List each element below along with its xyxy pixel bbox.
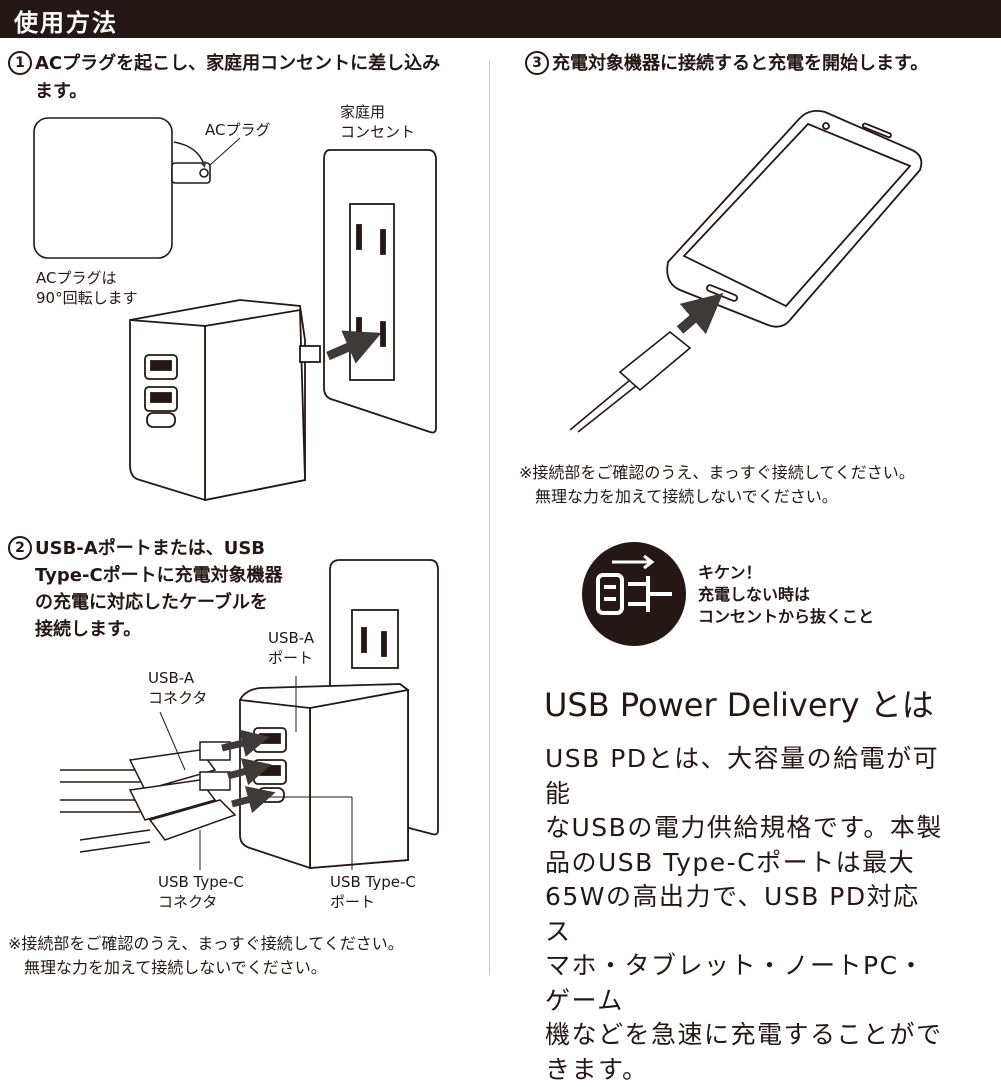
step2-number-badge: 2: [8, 536, 32, 560]
pd-line1: USB PDとは、大容量の給電が可能: [545, 744, 940, 808]
usbc-connector-label: USB Type-C コネクタ: [158, 872, 244, 912]
plug-in-arrow: [326, 330, 382, 364]
usbc-conn-line1: USB Type-C: [158, 873, 244, 891]
warning-line1: キケン！: [698, 563, 762, 582]
section-header: 使用方法: [0, 0, 1001, 38]
usbc-port-label: USB Type-C ポート: [330, 872, 416, 912]
phone-drawing: [666, 109, 923, 328]
outlet-label-line1: 家庭用: [340, 103, 386, 121]
usba-conn-line1: USB-A: [148, 669, 195, 687]
usbc-port-line1: USB Type-C: [330, 873, 416, 891]
phone-cable-drawing: [569, 330, 692, 433]
step2-line2: Type-Cポートに充電対象機器: [35, 565, 283, 586]
warning-line3: コンセントから抜くこと: [698, 607, 875, 626]
adapter-3d-drawing: [129, 299, 321, 502]
pd-description: USB PDとは、大容量の給電が可能 なUSBの電力供給規格です。本製 品のUS…: [545, 742, 945, 1087]
pd-heading: USB Power Delivery とは: [544, 686, 934, 724]
usbc-conn-line2: コネクタ: [158, 893, 218, 911]
step2-line4: 接続します。: [35, 619, 142, 640]
step3-number-badge: 3: [525, 51, 549, 75]
unplug-warning-icon: [582, 542, 686, 646]
pd-line7: きます。: [545, 1054, 649, 1084]
usbc-port-line2: ポート: [330, 893, 376, 911]
warning-line2: 充電しない時は: [698, 585, 811, 604]
usbc-arrow: [231, 786, 276, 814]
usba-conn-line2: コネクタ: [148, 689, 208, 707]
pd-line4: 65Wの高出力で、USB PD対応ス: [545, 882, 920, 946]
pd-line2: なUSBの電力供給規格です。本製: [545, 813, 943, 842]
right-note-line2: 無理な力を加えて接続しないでください。: [535, 487, 838, 506]
cables-drawing: [60, 741, 237, 853]
step2-line3: の充電に対応したケーブルを: [35, 592, 268, 613]
pd-line5: マホ・タブレット・ノートPC・ゲーム: [545, 951, 926, 1015]
step1-number-badge: 1: [8, 51, 32, 75]
outlet-label: 家庭用 コンセント: [340, 102, 415, 142]
rotate-note-line1: ACプラグは: [36, 269, 117, 287]
usba-connector-label: USB-A コネクタ: [148, 668, 207, 708]
adapter2-drawing: [239, 683, 409, 869]
right-caution-note: ※接続部をご確認のうえ、まっすぐ接続してください。 無理な力を加えて接続しないで…: [519, 461, 997, 509]
left-caution-note: ※接続部をご確認のうえ、まっすぐ接続してください。 無理な力を加えて接続しないで…: [8, 932, 486, 980]
rotate-note-line2: 90°回転します: [36, 289, 138, 307]
pd-line6: 機などを急速に充電することがで: [545, 1020, 943, 1049]
usba-port-line2: ポート: [268, 649, 314, 667]
adapter-folded-drawing: [33, 117, 241, 259]
step1-text-line1: ACプラグを起こし、家庭用コンセントに差し込み: [35, 53, 441, 74]
column-divider: [489, 60, 490, 975]
page-title: 使用方法: [14, 9, 118, 37]
ac-plug-label: ACプラグ: [205, 121, 271, 139]
outlet-label-line2: コンセント: [340, 123, 416, 141]
step3-text: 充電対象機器に接続すると充電を開始します。: [552, 53, 929, 74]
usba-port-label: USB-A ポート: [268, 628, 314, 668]
rotate-note: ACプラグは 90°回転します: [36, 268, 138, 308]
right-note-line1: ※接続部をご確認のうえ、まっすぐ接続してください。: [519, 463, 915, 482]
phone-plug-arrow: [676, 292, 724, 335]
usba-port-line1: USB-A: [268, 629, 315, 647]
outlet-drawing: [323, 149, 437, 434]
leader-lines: [159, 676, 353, 870]
step2-line1: USB-Aポートまたは、USB: [35, 538, 266, 559]
usba-arrow-1: [221, 729, 270, 757]
illustrations: [33, 109, 923, 870]
usba-arrow-2: [227, 758, 272, 786]
step1-text-line2: ます。: [35, 81, 88, 102]
left-note-line2: 無理な力を加えて接続しないでください。: [24, 958, 327, 977]
pd-line3: 品のUSB Type-Cポートは最大: [545, 847, 916, 877]
left-note-line1: ※接続部をご確認のうえ、まっすぐ接続してください。: [8, 934, 404, 953]
warning-text: キケン！ 充電しない時は コンセントから抜くこと: [698, 562, 874, 628]
